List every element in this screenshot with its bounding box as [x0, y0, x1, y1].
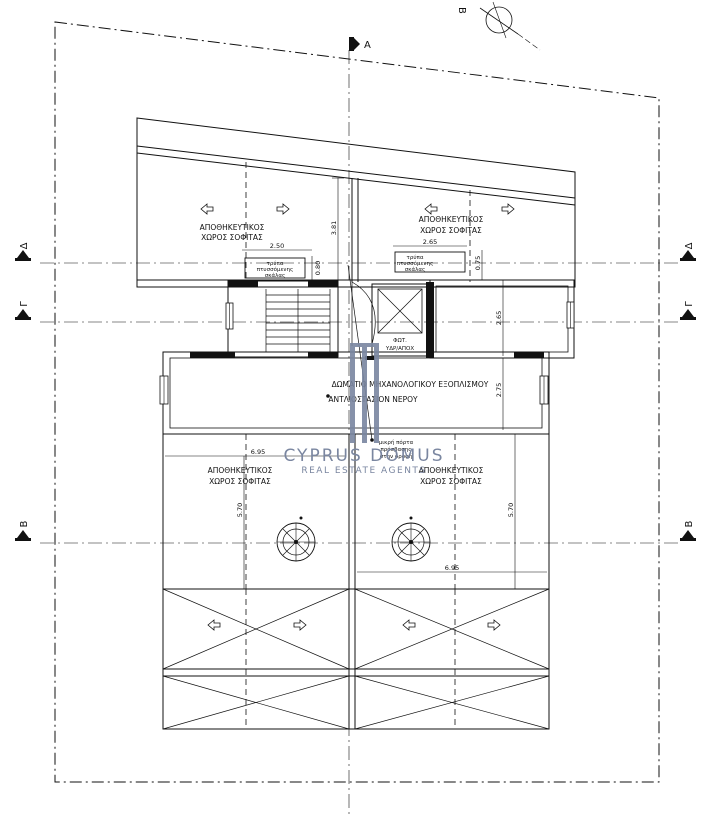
hatch-right-label-2: πτυσσόμενης — [397, 260, 433, 267]
door-note-label-2: πρόσβασης — [381, 446, 412, 453]
storage-bottom-left-label-2: ΧΩΡΟΣ ΣΟΦΙΤΑΣ — [209, 477, 271, 486]
dim-6-95-top: 6.95 — [251, 448, 265, 456]
dim-0-75: 0.75 — [474, 256, 482, 270]
section-marker-b-left: B — [15, 520, 31, 541]
shaft-label-2: ΥΔΡ/ΑΠΟΧ — [385, 346, 415, 352]
dim-6-95-bottom: 6.95 — [445, 564, 459, 572]
stair-core-wall — [227, 280, 339, 358]
mech-room-wall — [162, 351, 550, 435]
storage-bottom-right-label-1: ΑΠΟΘΗΚΕΥΤΙΚΟΣ — [419, 466, 484, 475]
section-marker-delta-right: Δ — [680, 242, 696, 261]
upper-roof-area — [136, 117, 576, 288]
north-compass-icon: B — [456, 1, 541, 51]
section-a-label: A — [364, 40, 371, 51]
storage-top-right-label-2: ΧΩΡΟΣ ΣΟΦΙΤΑΣ — [420, 226, 482, 235]
dim-3-81: 3.81 — [330, 221, 338, 235]
hatch-left-label-1: τρύπα — [267, 260, 284, 267]
hatch-left-label-2: πτυσσόμενης — [257, 266, 293, 273]
storage-top-right-label-1: ΑΠΟΘΗΚΕΥΤΙΚΟΣ — [419, 215, 484, 224]
hatch-left-label-3: σκάλας — [265, 272, 285, 279]
gamma-left-label: Γ — [19, 301, 30, 307]
delta-left-label: Δ — [19, 242, 30, 249]
watermark-tagline: REAL ESTATE AGENTS — [301, 466, 426, 476]
storage-bottom-right-label-2: ΧΩΡΟΣ ΣΟΦΙΤΑΣ — [420, 477, 482, 486]
spiral-stair-left — [276, 516, 316, 562]
section-marker-b-right: B — [680, 520, 696, 541]
dim-2-50: 2.50 — [270, 242, 284, 250]
dim-2-65: 2.65 — [423, 238, 437, 246]
dim-2-65-vertical: 2.65 — [495, 311, 503, 325]
watermark-brand: CYPRUS DOMUS — [283, 446, 444, 466]
section-marker-gamma-right: Γ — [680, 301, 696, 320]
section-b-top-label: B — [456, 7, 467, 14]
plot-boundary — [54, 21, 660, 783]
gamma-right-label: Γ — [684, 301, 695, 307]
door-note-label-1: μικρή πόρτα — [379, 439, 414, 446]
mech-room-label-1: ΔΩΜΑΤΙΟ ΜΗΧΑΝΟΛΟΓΙΚΟΥ ΕΞΟΠΛΙΣΜΟΥ — [332, 380, 489, 389]
b-right-label: B — [684, 520, 695, 527]
lower-roof-panels — [162, 588, 550, 730]
storage-top-left-label-1: ΑΠΟΘΗΚΕΥΤΙΚΟΣ — [200, 223, 265, 232]
dim-2-75: 2.75 — [495, 383, 503, 397]
dim-5-70-right: 5.70 — [507, 503, 515, 517]
upper-area-wall — [136, 279, 576, 288]
dim-5-70-left: 5.70 — [236, 503, 244, 517]
hatch-right — [394, 251, 466, 273]
hatch-left — [244, 257, 306, 279]
shaft-label-1: ΦΩΤ. — [393, 338, 407, 344]
watermark-logo — [350, 343, 379, 443]
spiral-stair-right — [391, 516, 431, 562]
section-marker-gamma-left: Γ — [15, 301, 31, 320]
storage-top-left-label-2: ΧΩΡΟΣ ΣΟΦΙΤΑΣ — [201, 233, 263, 242]
dim-0-80: 0.80 — [314, 261, 322, 275]
storage-bottom-left-label-1: ΑΠΟΘΗΚΕΥΤΙΚΟΣ — [208, 466, 273, 475]
b-left-label: B — [19, 520, 30, 527]
hatch-right-label-3: σκάλας — [405, 266, 425, 273]
stair-treads — [265, 289, 331, 352]
slope-arrow-icons — [200, 203, 515, 631]
section-marker-delta-left: Δ — [15, 242, 31, 261]
section-marker-a: A — [349, 37, 371, 51]
door-note-label-3: στην οροφή — [380, 453, 413, 460]
hatch-right-label-1: τρύπα — [407, 254, 424, 261]
mech-room-label-2: ΑΝΤΛΙΟΣΤΑΣΙΟΝ ΝΕΡΟΥ — [328, 395, 418, 404]
delta-right-label: Δ — [684, 242, 695, 249]
